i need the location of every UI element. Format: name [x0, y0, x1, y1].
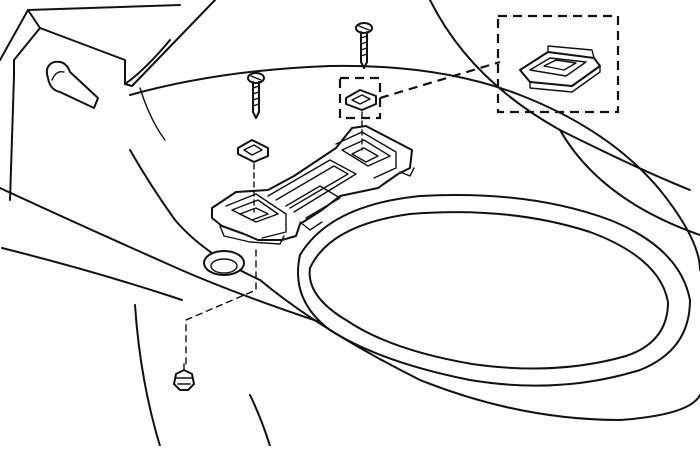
detail-callout-icon: [338, 14, 620, 120]
wing-nut-icon: [173, 363, 195, 391]
bolt-hole-icon: [203, 250, 245, 276]
mounting-plate-icon: [211, 125, 415, 245]
mounting-screw-right-icon: [355, 22, 373, 69]
alignment-lines: [185, 111, 363, 367]
slide-clip-right-icon: [345, 89, 377, 111]
toilet-tank: [0, 0, 216, 201]
flush-lever-icon: [45, 60, 99, 109]
slide-clip-left-icon: [237, 139, 269, 163]
mounting-screw-left-icon: [247, 72, 265, 119]
